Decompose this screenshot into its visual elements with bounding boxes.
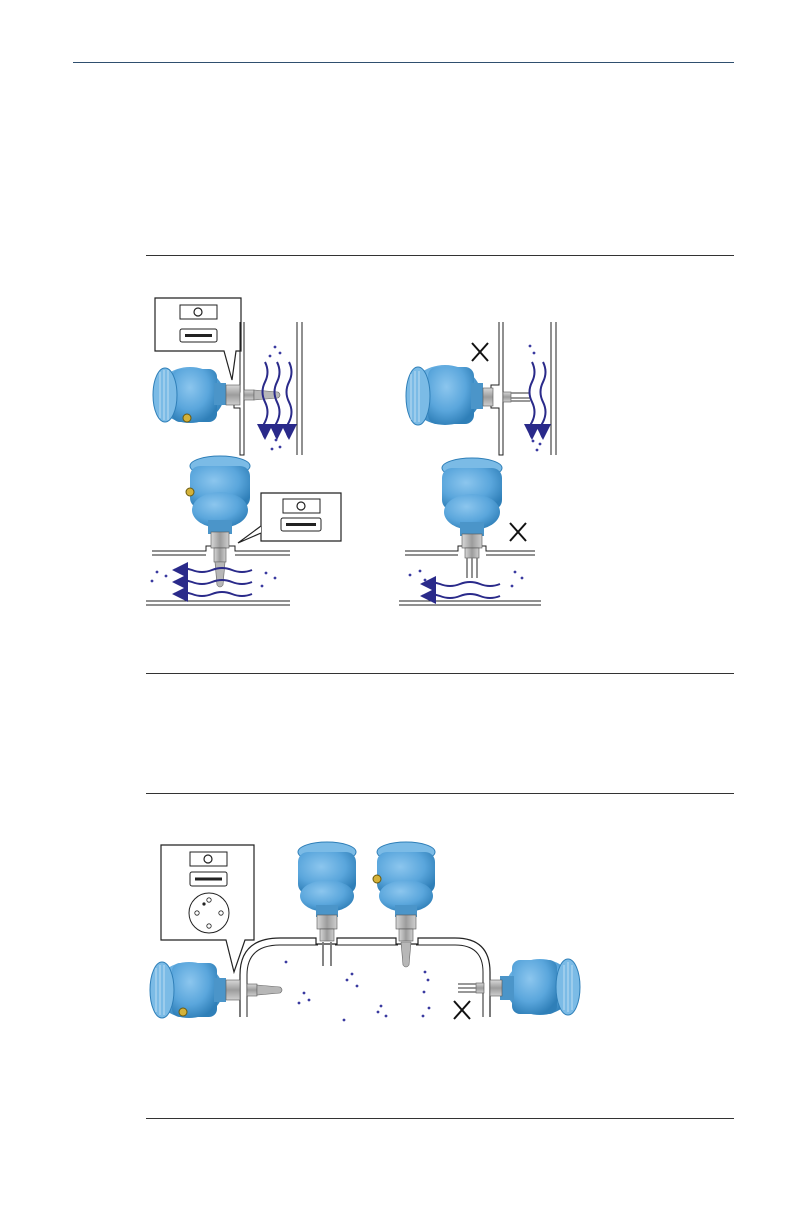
cross-mark-icon [472,343,488,361]
panel-vertical-correct [153,298,302,455]
figure-2-pipe-system [150,842,580,1021]
panel-horizontal-correct [146,456,341,605]
orientation-window-icon [180,305,217,319]
panel-vertical-incorrect [406,322,556,455]
panel-horizontal-incorrect [399,458,541,605]
